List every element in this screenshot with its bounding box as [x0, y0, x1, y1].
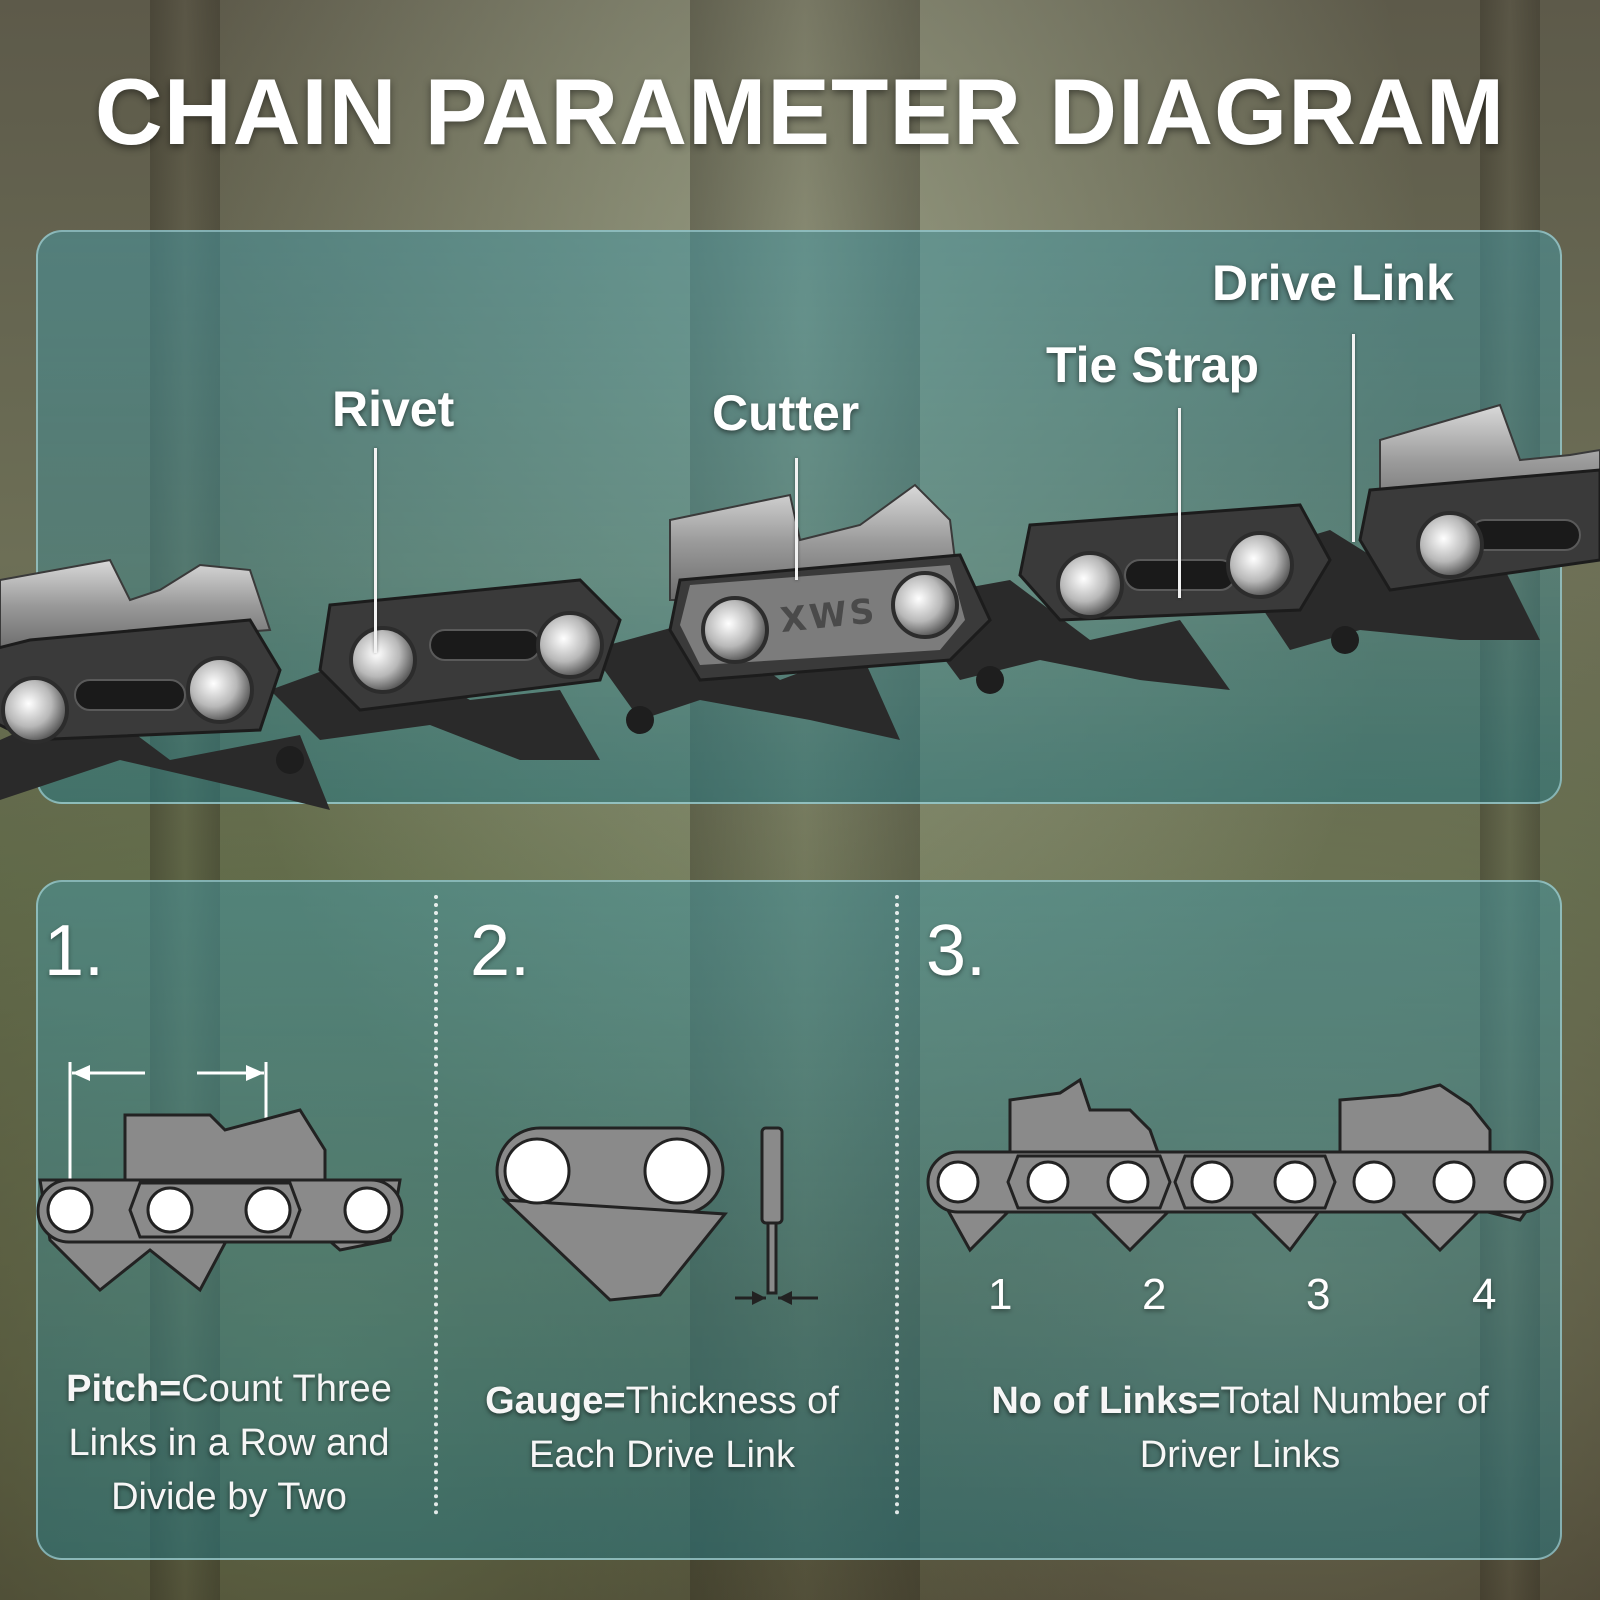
links-description-line: Total Number of	[1220, 1380, 1489, 1422]
link-count-label: 1	[988, 1270, 1013, 1319]
links-term: No of Links=	[991, 1380, 1221, 1422]
drive-link-leader-line	[1352, 334, 1355, 542]
drive-link-holes	[276, 626, 1359, 774]
rivet-label: Rivet	[332, 381, 455, 437]
section-divider	[895, 895, 899, 1515]
link-count-label: 4	[1472, 1270, 1497, 1319]
tie-strap-leader-line	[1178, 408, 1181, 598]
links-description-line: Driver Links	[1139, 1434, 1341, 1476]
section-divider	[434, 895, 438, 1515]
pitch-description-line: Count Three	[181, 1368, 392, 1410]
gauge-term: Gauge=	[485, 1380, 626, 1422]
step-1-number: 1.	[44, 911, 105, 991]
link-count-label: 3	[1306, 1270, 1331, 1319]
link-count-label: 2	[1142, 1270, 1167, 1319]
rivet-leader-line	[374, 448, 377, 653]
cutter-label: Cutter	[712, 385, 860, 441]
pitch-description-line: Divide by Two	[111, 1476, 347, 1518]
pitch-term: Pitch=	[66, 1368, 182, 1410]
pitch-caption: Pitch=Count Three Links in a Row and Div…	[44, 1362, 414, 1524]
step-3-number: 3.	[926, 911, 987, 991]
cutter-leader-line	[795, 458, 798, 580]
strap-slots	[74, 519, 1581, 711]
gauge-description-line: Each Drive Link	[528, 1434, 796, 1476]
tie-strap-label: Tie Strap	[1046, 337, 1260, 393]
pitch-description-line: Links in a Row and	[68, 1422, 390, 1464]
gauge-description-line: Thickness of	[625, 1380, 839, 1422]
rivets	[1, 511, 1484, 744]
gauge-caption: Gauge=Thickness of Each Drive Link	[452, 1374, 872, 1482]
page-title: CHAIN PARAMETER DIAGRAM	[94, 59, 1506, 164]
links-caption: No of Links=Total Number of Driver Links	[930, 1374, 1550, 1482]
drive-link-label: Drive Link	[1212, 255, 1454, 311]
step-2-number: 2.	[470, 911, 531, 991]
